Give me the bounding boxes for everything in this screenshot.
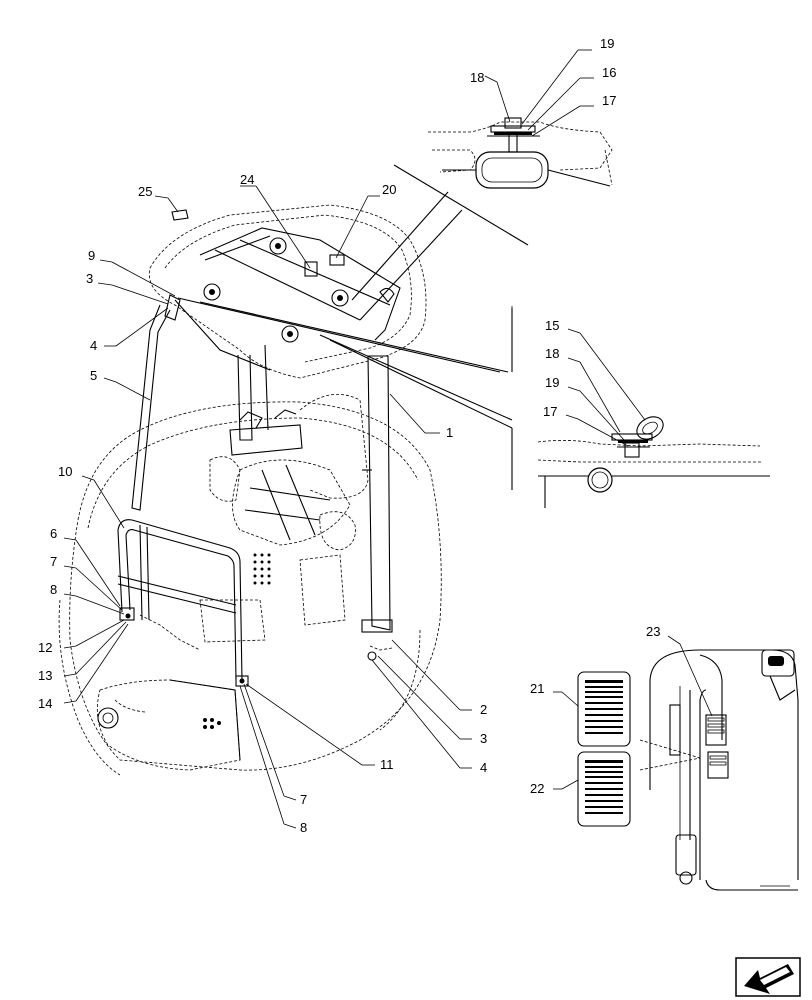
detail-decals <box>577 649 799 891</box>
callout-14: 14 <box>38 696 52 711</box>
callout-3-left: 3 <box>86 271 93 286</box>
callout-18-top: 18 <box>470 70 484 85</box>
callout-21: 21 <box>530 681 544 696</box>
callout-1: 1 <box>446 425 453 440</box>
callout-4-right: 4 <box>480 760 487 775</box>
callout-23: 23 <box>646 624 660 639</box>
callout-25: 25 <box>138 184 152 199</box>
callout-9: 9 <box>88 248 95 263</box>
callout-18-side: 18 <box>545 346 559 361</box>
callout-7-left: 7 <box>50 554 57 569</box>
arrow-left-icon <box>744 964 794 994</box>
main-assembly <box>58 164 529 776</box>
callout-15: 15 <box>545 318 559 333</box>
part-25 <box>171 209 189 221</box>
detail-side-mount <box>537 416 770 508</box>
callout-6: 6 <box>50 526 57 541</box>
callout-22: 22 <box>530 781 544 796</box>
callout-19-top: 19 <box>600 36 614 51</box>
callout-13: 13 <box>38 668 52 683</box>
callout-8-left: 8 <box>50 582 57 597</box>
callout-16: 16 <box>602 65 616 80</box>
callout-2: 2 <box>480 702 487 717</box>
callout-24: 24 <box>240 172 254 187</box>
callout-10: 10 <box>58 464 72 479</box>
nav-arrow-button[interactable] <box>735 957 801 997</box>
callout-4-left: 4 <box>90 338 97 353</box>
callout-17-side: 17 <box>543 404 557 419</box>
callout-20: 20 <box>382 182 396 197</box>
detail-top-roof-mount <box>428 117 613 189</box>
grille <box>253 553 271 585</box>
callout-labels: 19 16 17 18 15 18 19 17 21 22 23 25 24 2… <box>38 36 660 835</box>
callout-3-right: 3 <box>480 731 487 746</box>
callout-8-bottom: 8 <box>300 820 307 835</box>
callout-12: 12 <box>38 640 52 655</box>
callout-11: 11 <box>380 757 394 772</box>
callout-17-top: 17 <box>602 93 616 108</box>
callout-19-side: 19 <box>545 375 559 390</box>
leader-lines <box>63 49 713 829</box>
callout-7-bottom: 7 <box>300 792 307 807</box>
callout-5: 5 <box>90 368 97 383</box>
